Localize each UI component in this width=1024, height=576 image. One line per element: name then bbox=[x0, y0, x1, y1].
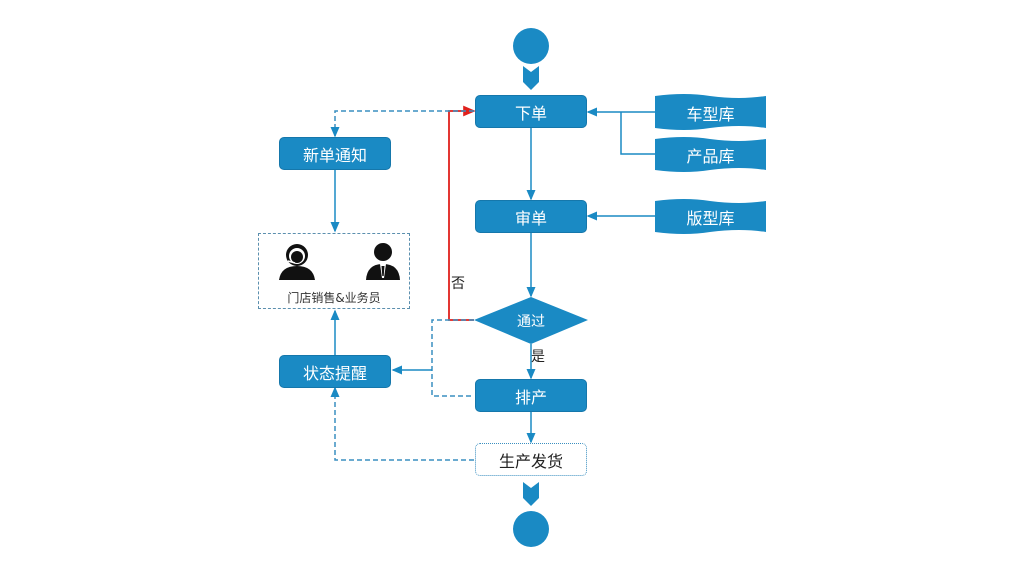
node-status-reminder[interactable]: 状态提醒 bbox=[279, 355, 391, 388]
edge-ship-reminder bbox=[330, 386, 474, 461]
node-label: 排产 bbox=[514, 387, 547, 407]
node-schedule[interactable]: 排产 bbox=[475, 379, 587, 412]
node-place-order[interactable]: 下单 bbox=[475, 95, 587, 128]
node-produce-ship[interactable]: 生产发货 bbox=[475, 443, 587, 476]
db-shape-plate bbox=[655, 199, 766, 234]
edge-product-order bbox=[620, 112, 655, 155]
customer-service-agent-icon bbox=[279, 244, 315, 280]
edge-label-yes: 是 bbox=[531, 349, 545, 365]
node-decision[interactable]: 通过 bbox=[490, 308, 572, 334]
db-plate[interactable]: 版型库 bbox=[655, 202, 766, 232]
node-review-order[interactable]: 审单 bbox=[475, 200, 587, 233]
db-car-model[interactable]: 车型库 bbox=[655, 98, 766, 128]
node-label: 产品库 bbox=[686, 147, 735, 166]
salesman-icon bbox=[366, 243, 400, 280]
end-node bbox=[513, 511, 549, 547]
edge-order-notice bbox=[330, 110, 474, 138]
node-new-order-notice[interactable]: 新单通知 bbox=[279, 137, 391, 170]
node-label: 生产发货 bbox=[498, 451, 563, 471]
db-shape-product bbox=[655, 137, 766, 172]
node-label: 车型库 bbox=[686, 105, 735, 124]
node-label: 审单 bbox=[514, 208, 547, 228]
node-label: 版型库 bbox=[686, 209, 735, 228]
node-label: 新单通知 bbox=[302, 145, 367, 165]
node-label: 状态提醒 bbox=[302, 363, 367, 383]
actors-caption: 门店销售&业务员 bbox=[287, 291, 381, 305]
end-chevron bbox=[523, 482, 539, 506]
decision-diamond bbox=[474, 297, 588, 344]
db-product[interactable]: 产品库 bbox=[655, 140, 766, 170]
start-chevron bbox=[523, 66, 539, 90]
actors-group: 门店销售&业务员 bbox=[258, 233, 410, 309]
db-shape-car-model bbox=[655, 94, 766, 130]
node-label: 通过 bbox=[517, 314, 545, 330]
node-label: 下单 bbox=[514, 103, 547, 123]
edge-label-no: 否 bbox=[451, 276, 465, 292]
start-node bbox=[513, 28, 549, 64]
edge-decision-reminder bbox=[431, 319, 474, 397]
